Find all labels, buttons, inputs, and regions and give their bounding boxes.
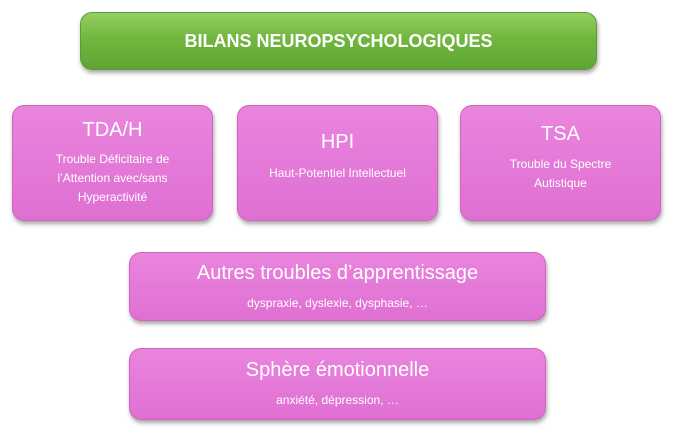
- tdah-line: Trouble Déficitaire de: [55, 152, 170, 166]
- tsa-box: TSA Trouble du Spectre Autistique: [460, 105, 661, 221]
- emotional-sphere-heading: Sphère émotionnelle: [245, 359, 430, 381]
- tdah-box: TDA/H Trouble Déficitaire de l’Attention…: [12, 105, 213, 221]
- learning-disorders-description: dyspraxie, dyslexie, dysphasie, …: [247, 294, 428, 313]
- tsa-description: Trouble du Spectre Autistique: [510, 155, 612, 193]
- tdah-description: Trouble Déficitaire de l’Attention avec/…: [56, 150, 170, 207]
- emotional-sphere-line: anxiété, dépression, …: [276, 393, 399, 407]
- tdah-line: l’Attention avec/sans: [57, 171, 168, 185]
- hpi-description: Haut-Potentiel Intellectuel: [269, 164, 406, 183]
- hpi-box: HPI Haut-Potentiel Intellectuel: [237, 105, 438, 221]
- hpi-heading: HPI: [320, 131, 355, 153]
- emotional-sphere-description: anxiété, dépression, …: [276, 391, 399, 410]
- title-box: BILANS NEUROPSYCHOLOGIQUES: [80, 12, 597, 70]
- hpi-line: Haut-Potentiel Intellectuel: [269, 166, 406, 180]
- tsa-heading: TSA: [541, 123, 580, 145]
- tsa-line: Autistique: [534, 176, 587, 190]
- diagram-title: BILANS NEUROPSYCHOLOGIQUES: [184, 30, 493, 51]
- learning-disorders-heading: Autres troubles d’apprentissage: [196, 262, 479, 284]
- tdah-heading: TDA/H: [82, 119, 143, 141]
- tdah-line: Hyperactivité: [77, 190, 148, 204]
- emotional-sphere-box: Sphère émotionnelle anxiété, dépression,…: [129, 348, 546, 420]
- learning-disorders-box: Autres troubles d’apprentissage dyspraxi…: [129, 252, 546, 321]
- learning-disorders-line: dyspraxie, dyslexie, dysphasie, …: [247, 296, 428, 310]
- tsa-line: Trouble du Spectre: [509, 157, 612, 171]
